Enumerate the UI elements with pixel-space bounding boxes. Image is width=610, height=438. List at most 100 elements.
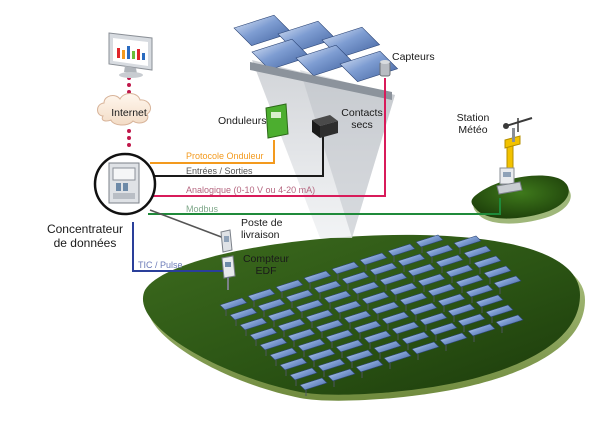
inverters-label: Onduleurs xyxy=(218,115,267,127)
edf-meter-icon xyxy=(221,255,236,290)
solar-panel xyxy=(417,273,446,287)
solar-panel xyxy=(269,347,298,361)
solar-panel xyxy=(425,244,454,258)
solar-panel xyxy=(323,290,352,304)
solar-panel xyxy=(219,297,248,311)
solar-panel xyxy=(381,311,410,325)
dry-contacts-label-line1: Contacts xyxy=(341,107,383,119)
delivery-post-label-line1: Poste de xyxy=(241,217,283,229)
solar-panel-field xyxy=(219,234,524,396)
link-label-analogique: Analogique (0-10 V ou 4-20 mA) xyxy=(186,185,316,195)
line-analogique xyxy=(150,78,386,197)
solar-panel xyxy=(429,322,458,336)
solar-panel xyxy=(485,304,514,318)
line-modbus xyxy=(148,198,501,215)
zoomed-solar-panel xyxy=(339,50,399,82)
line-entrees-sorties xyxy=(150,130,324,177)
zoomed-solar-panel xyxy=(233,14,293,46)
sensors-label: Capteurs xyxy=(392,51,435,63)
weather-station-label-line2: Météo xyxy=(458,124,488,137)
solar-panel xyxy=(285,289,314,303)
solar-panel xyxy=(383,350,412,364)
solar-panel xyxy=(427,283,456,297)
solar-panel xyxy=(371,301,400,315)
solar-panel xyxy=(247,288,276,302)
solar-panel xyxy=(389,282,418,296)
solar-panel xyxy=(409,302,438,316)
internet-label: Internet xyxy=(111,107,147,119)
solar-panel xyxy=(287,328,316,342)
solar-panel xyxy=(277,318,306,332)
solar-panel xyxy=(239,317,268,331)
solar-panel xyxy=(267,308,296,322)
data-concentrator xyxy=(93,152,157,216)
delivery-post-icon xyxy=(220,229,233,253)
solar-panel xyxy=(305,309,334,323)
link-label-modbus: Modbus xyxy=(186,204,219,214)
solar-panel xyxy=(475,294,504,308)
solar-panel xyxy=(317,358,346,372)
solar-panel xyxy=(447,303,476,317)
edf-meter-label-line1: Compteur xyxy=(242,253,290,265)
solar-panel xyxy=(439,332,468,346)
solar-panel xyxy=(445,264,474,278)
solar-panel xyxy=(495,314,524,328)
solar-panel xyxy=(369,262,398,276)
solar-panel xyxy=(315,319,344,333)
solar-panel xyxy=(307,348,336,362)
dry-contacts-label: Contacts secs xyxy=(336,107,388,131)
solar-panel xyxy=(345,349,374,363)
solar-panel xyxy=(325,329,354,343)
solar-panel xyxy=(415,234,444,248)
solar-panel xyxy=(379,272,408,286)
concentrator-label-line2: de données xyxy=(53,236,117,251)
solar-panel xyxy=(353,320,382,334)
solar-panel xyxy=(407,263,436,277)
solar-panel xyxy=(457,313,486,327)
internet-cloud-icon xyxy=(97,93,151,126)
solar-panel xyxy=(303,270,332,284)
zoomed-array-frame xyxy=(250,62,392,100)
solar-panel xyxy=(279,357,308,371)
solar-panel xyxy=(363,330,392,344)
solar-panel xyxy=(333,300,362,314)
solar-panel xyxy=(359,252,388,266)
solar-panel xyxy=(299,377,328,391)
delivery-post-label: Poste de livraison xyxy=(241,217,282,241)
solar-panel xyxy=(387,243,416,257)
dry-contacts-label-line2: secs xyxy=(351,119,373,132)
solar-panel xyxy=(493,275,522,289)
solar-panel xyxy=(373,340,402,354)
zoomed-panel-array xyxy=(233,14,399,100)
sensor-icon xyxy=(379,60,391,77)
solar-panel xyxy=(259,337,288,351)
solar-panel xyxy=(229,307,258,321)
solar-panel xyxy=(295,299,324,313)
solar-panel xyxy=(275,279,304,293)
line-tic-pulse xyxy=(132,222,229,280)
solar-panel xyxy=(313,280,342,294)
solar-panel xyxy=(257,298,286,312)
delivery-post-label-line2: livraison xyxy=(241,229,280,242)
solar-panel xyxy=(411,341,440,355)
edf-meter-label: Compteur EDF xyxy=(240,253,292,277)
solar-panel xyxy=(249,327,278,341)
solar-panel xyxy=(355,359,384,373)
weather-station-icon xyxy=(496,117,533,195)
solar-panel xyxy=(341,271,370,285)
weather-station-ground xyxy=(471,175,571,224)
solar-panel xyxy=(343,310,372,324)
solar-panel xyxy=(331,261,360,275)
connection-lines xyxy=(132,78,501,280)
weather-station-label: Station Météo xyxy=(450,112,496,136)
solar-panel xyxy=(467,323,496,337)
dry-contacts-icon xyxy=(312,115,338,138)
solar-panel xyxy=(397,253,426,267)
solar-panel xyxy=(435,254,464,268)
solar-panel xyxy=(483,265,512,279)
computer-monitor-icon xyxy=(108,32,153,78)
solar-panel xyxy=(289,367,318,381)
solar-panel xyxy=(391,321,420,335)
weather-station-label-line1: Station xyxy=(456,112,490,124)
